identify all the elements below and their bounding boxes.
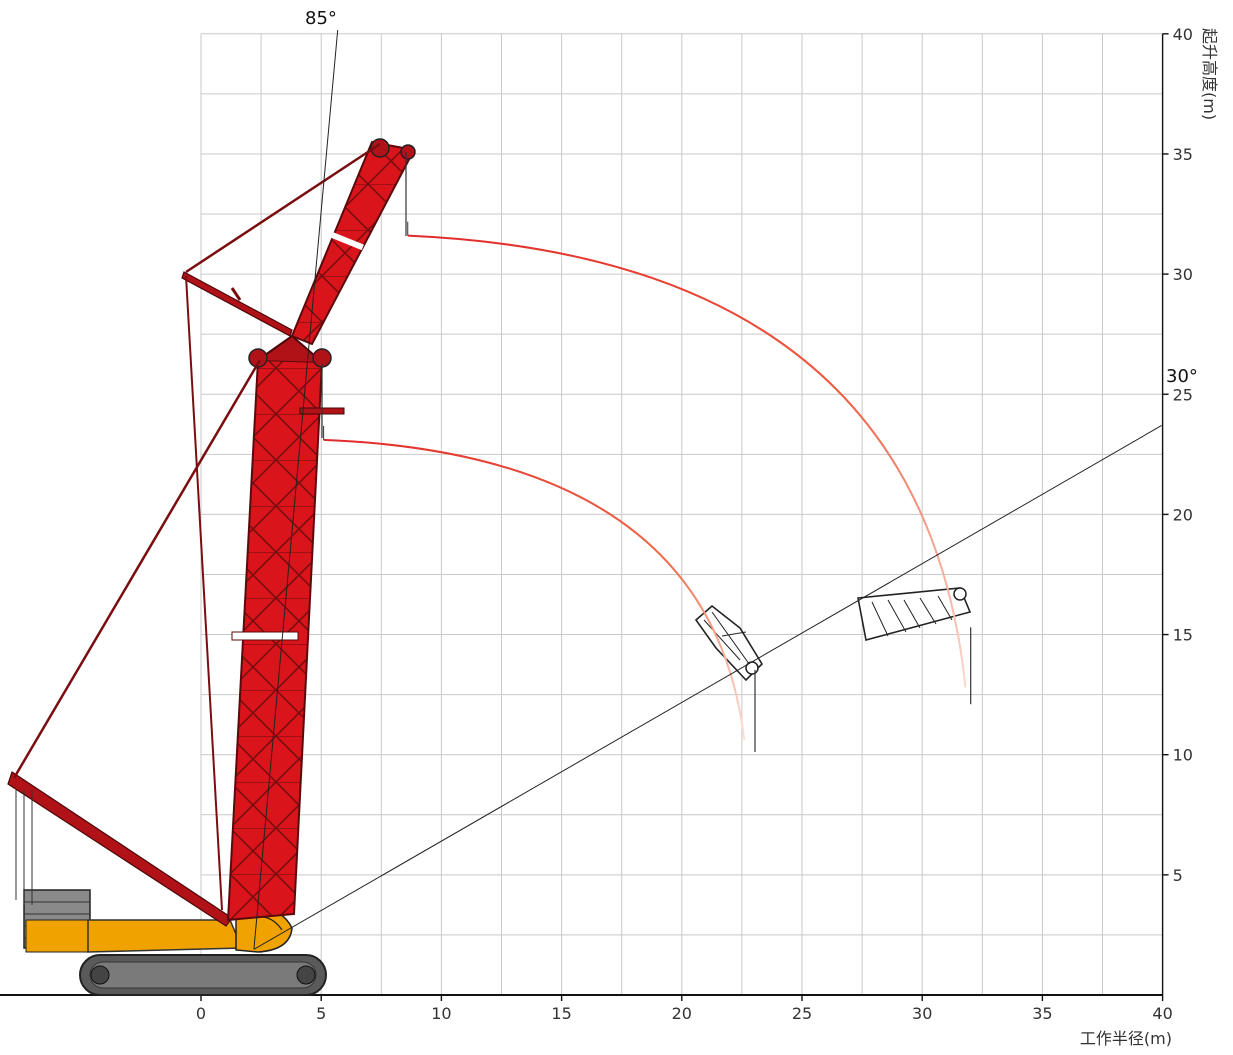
- x-tick-label: 30: [912, 1004, 932, 1023]
- x-tick-label: 10: [431, 1004, 451, 1023]
- grid-lines: [200, 33, 1164, 995]
- y-tick-label: 40: [1173, 25, 1193, 44]
- crane-illustration: [7, 138, 972, 996]
- luffing-paths: [323, 221, 967, 741]
- angle-label-85: 85°: [305, 8, 337, 29]
- y-axis-title: 起升高度(m): [1200, 28, 1219, 120]
- lowered-jib-sketch-outer: [857, 587, 972, 641]
- axes: 0 5 10 15 20 25 30 35 40 5 10 15 20 25 30 35 40: [0, 25, 1193, 1023]
- x-tick-label: 15: [551, 1004, 571, 1023]
- luffing-path-outer: [407, 234, 967, 688]
- superstructure: [87, 907, 293, 953]
- hook-lines: [754, 627, 972, 752]
- y-tick-label: 5: [1173, 866, 1183, 885]
- jib-strut-and-pendants: [12, 142, 381, 911]
- x-tick-label: 35: [1032, 1004, 1052, 1023]
- x-axis-title: 工作半径(m): [1080, 1029, 1172, 1048]
- x-tick-label: 40: [1152, 1004, 1172, 1023]
- x-tick-label: 5: [316, 1004, 326, 1023]
- luffing-path-inner: [323, 438, 746, 741]
- counterweight: [23, 889, 91, 953]
- luffing-jib: [290, 138, 416, 346]
- angle-line-30: [253, 425, 1162, 950]
- main-boom: [226, 334, 345, 922]
- back-mast: [7, 771, 233, 927]
- crawler-track: [79, 954, 327, 996]
- hook-blocks: [321, 152, 407, 438]
- y-tick-label: 10: [1173, 746, 1193, 765]
- y-tick-label: 20: [1173, 505, 1193, 524]
- y-tick-label: 25: [1173, 385, 1193, 404]
- x-tick-label: 25: [792, 1004, 812, 1023]
- angle-lines: [253, 29, 1162, 950]
- y-tick-label: 30: [1173, 265, 1193, 284]
- x-tick-label: 20: [672, 1004, 692, 1023]
- angle-label-30: 30°: [1166, 366, 1198, 387]
- y-tick-label: 15: [1173, 626, 1193, 645]
- x-tick-label: 0: [196, 1004, 206, 1023]
- lowered-jib-sketch-inner: [694, 604, 764, 682]
- angle-line-85: [253, 29, 339, 950]
- y-tick-label: 35: [1173, 145, 1193, 164]
